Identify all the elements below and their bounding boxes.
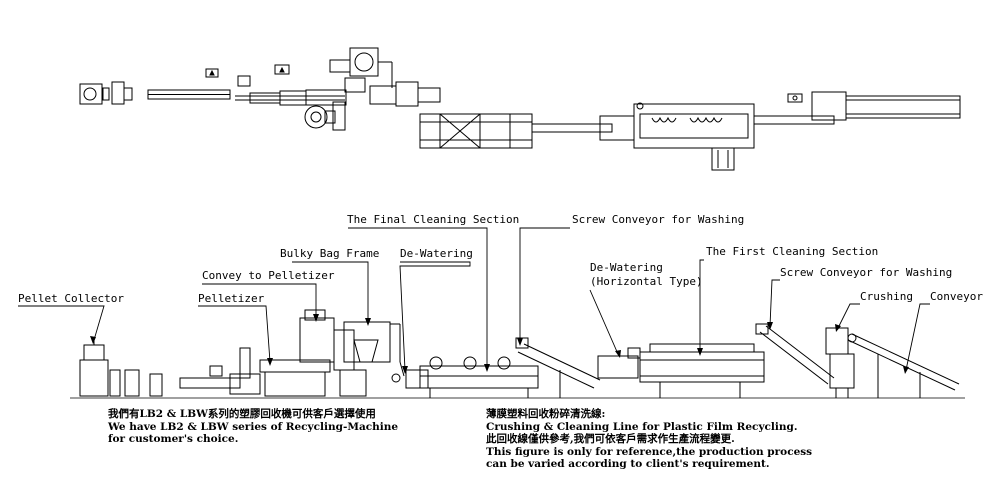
plan-crusher-conveyor (753, 91, 961, 125)
plan-pelletizer (147, 68, 231, 100)
label-screw-conveyor-washing-top: Screw Conveyor for Washing (572, 213, 745, 226)
label-bulky-bag-frame: Bulky Bag Frame (280, 247, 380, 260)
label-crushing: Crushing (860, 290, 913, 303)
crusher-drawing (825, 327, 855, 398)
screw-conveyor-right-drawing (755, 323, 835, 385)
label-pellet-collector: Pellet Collector (18, 292, 124, 305)
plan-screw-conveyor (531, 102, 644, 141)
note-left-line2: We have LB2 & LBW series of Recycling-Ma… (108, 420, 399, 433)
note-left-line3: for customer's choice. (108, 433, 239, 445)
screw-conveyor-drawing (515, 337, 601, 398)
plan-first-cleaning-tank (633, 103, 755, 171)
note-right-line2: Crushing & Cleaning Line for Plastic Fil… (486, 420, 798, 433)
plan-pellet-collector (79, 81, 133, 105)
leader-lines (18, 227, 930, 371)
plan-final-cleaning-tank (419, 113, 533, 149)
label-final-cleaning-section: The Final Cleaning Section (347, 213, 520, 226)
note-left-line1: 我們有LB2 & LBW系列的塑膠回收機可供客戶選擇使用 (108, 408, 376, 420)
label-dewatering-horizontal-1: De-Watering (590, 261, 663, 274)
label-screw-conveyor-washing-right: Screw Conveyor for Washing (780, 266, 953, 279)
first-cleaning-drawing (639, 343, 765, 398)
pellet-collector-drawing (79, 338, 121, 397)
extruder-drawing (259, 309, 367, 397)
plan-view (79, 47, 961, 171)
final-cleaning-drawing (391, 356, 539, 398)
label-pelletizer: Pelletizer (198, 292, 265, 305)
note-right-line5: can be varied according to client's requ… (486, 458, 770, 470)
note-right-line3: 此回收線僅供參考,我們可依客戶需求作生產流程變更. (486, 433, 735, 445)
note-right-line4: This figure is only for reference,the pr… (486, 445, 813, 458)
note-left: 我們有LB2 & LBW系列的塑膠回收機可供客戶選擇使用 We have LB2… (108, 408, 398, 446)
plan-silo (329, 47, 441, 107)
note-right: 薄膜塑料回收粉碎清洗線: Crushing & Cleaning Line fo… (486, 408, 812, 471)
elevation-view (70, 309, 965, 399)
arrow-heads (90, 314, 909, 374)
plan-extruder (235, 64, 347, 131)
label-conveyor: Conveyor (930, 290, 983, 303)
conveyor-drawing (847, 333, 960, 398)
note-right-line1: 薄膜塑料回收粉碎清洗線: (486, 408, 606, 420)
label-first-cleaning-section: The First Cleaning Section (706, 245, 879, 258)
label-convey-to-pelletizer: Convey to Pelletizer (202, 269, 335, 282)
label-dewatering-horizontal-2: (Horizontal Type) (590, 275, 703, 288)
label-dewatering: De-Watering (400, 247, 473, 260)
pelletizer-drawing (124, 347, 261, 397)
bulky-bag-frame-drawing (343, 321, 405, 377)
